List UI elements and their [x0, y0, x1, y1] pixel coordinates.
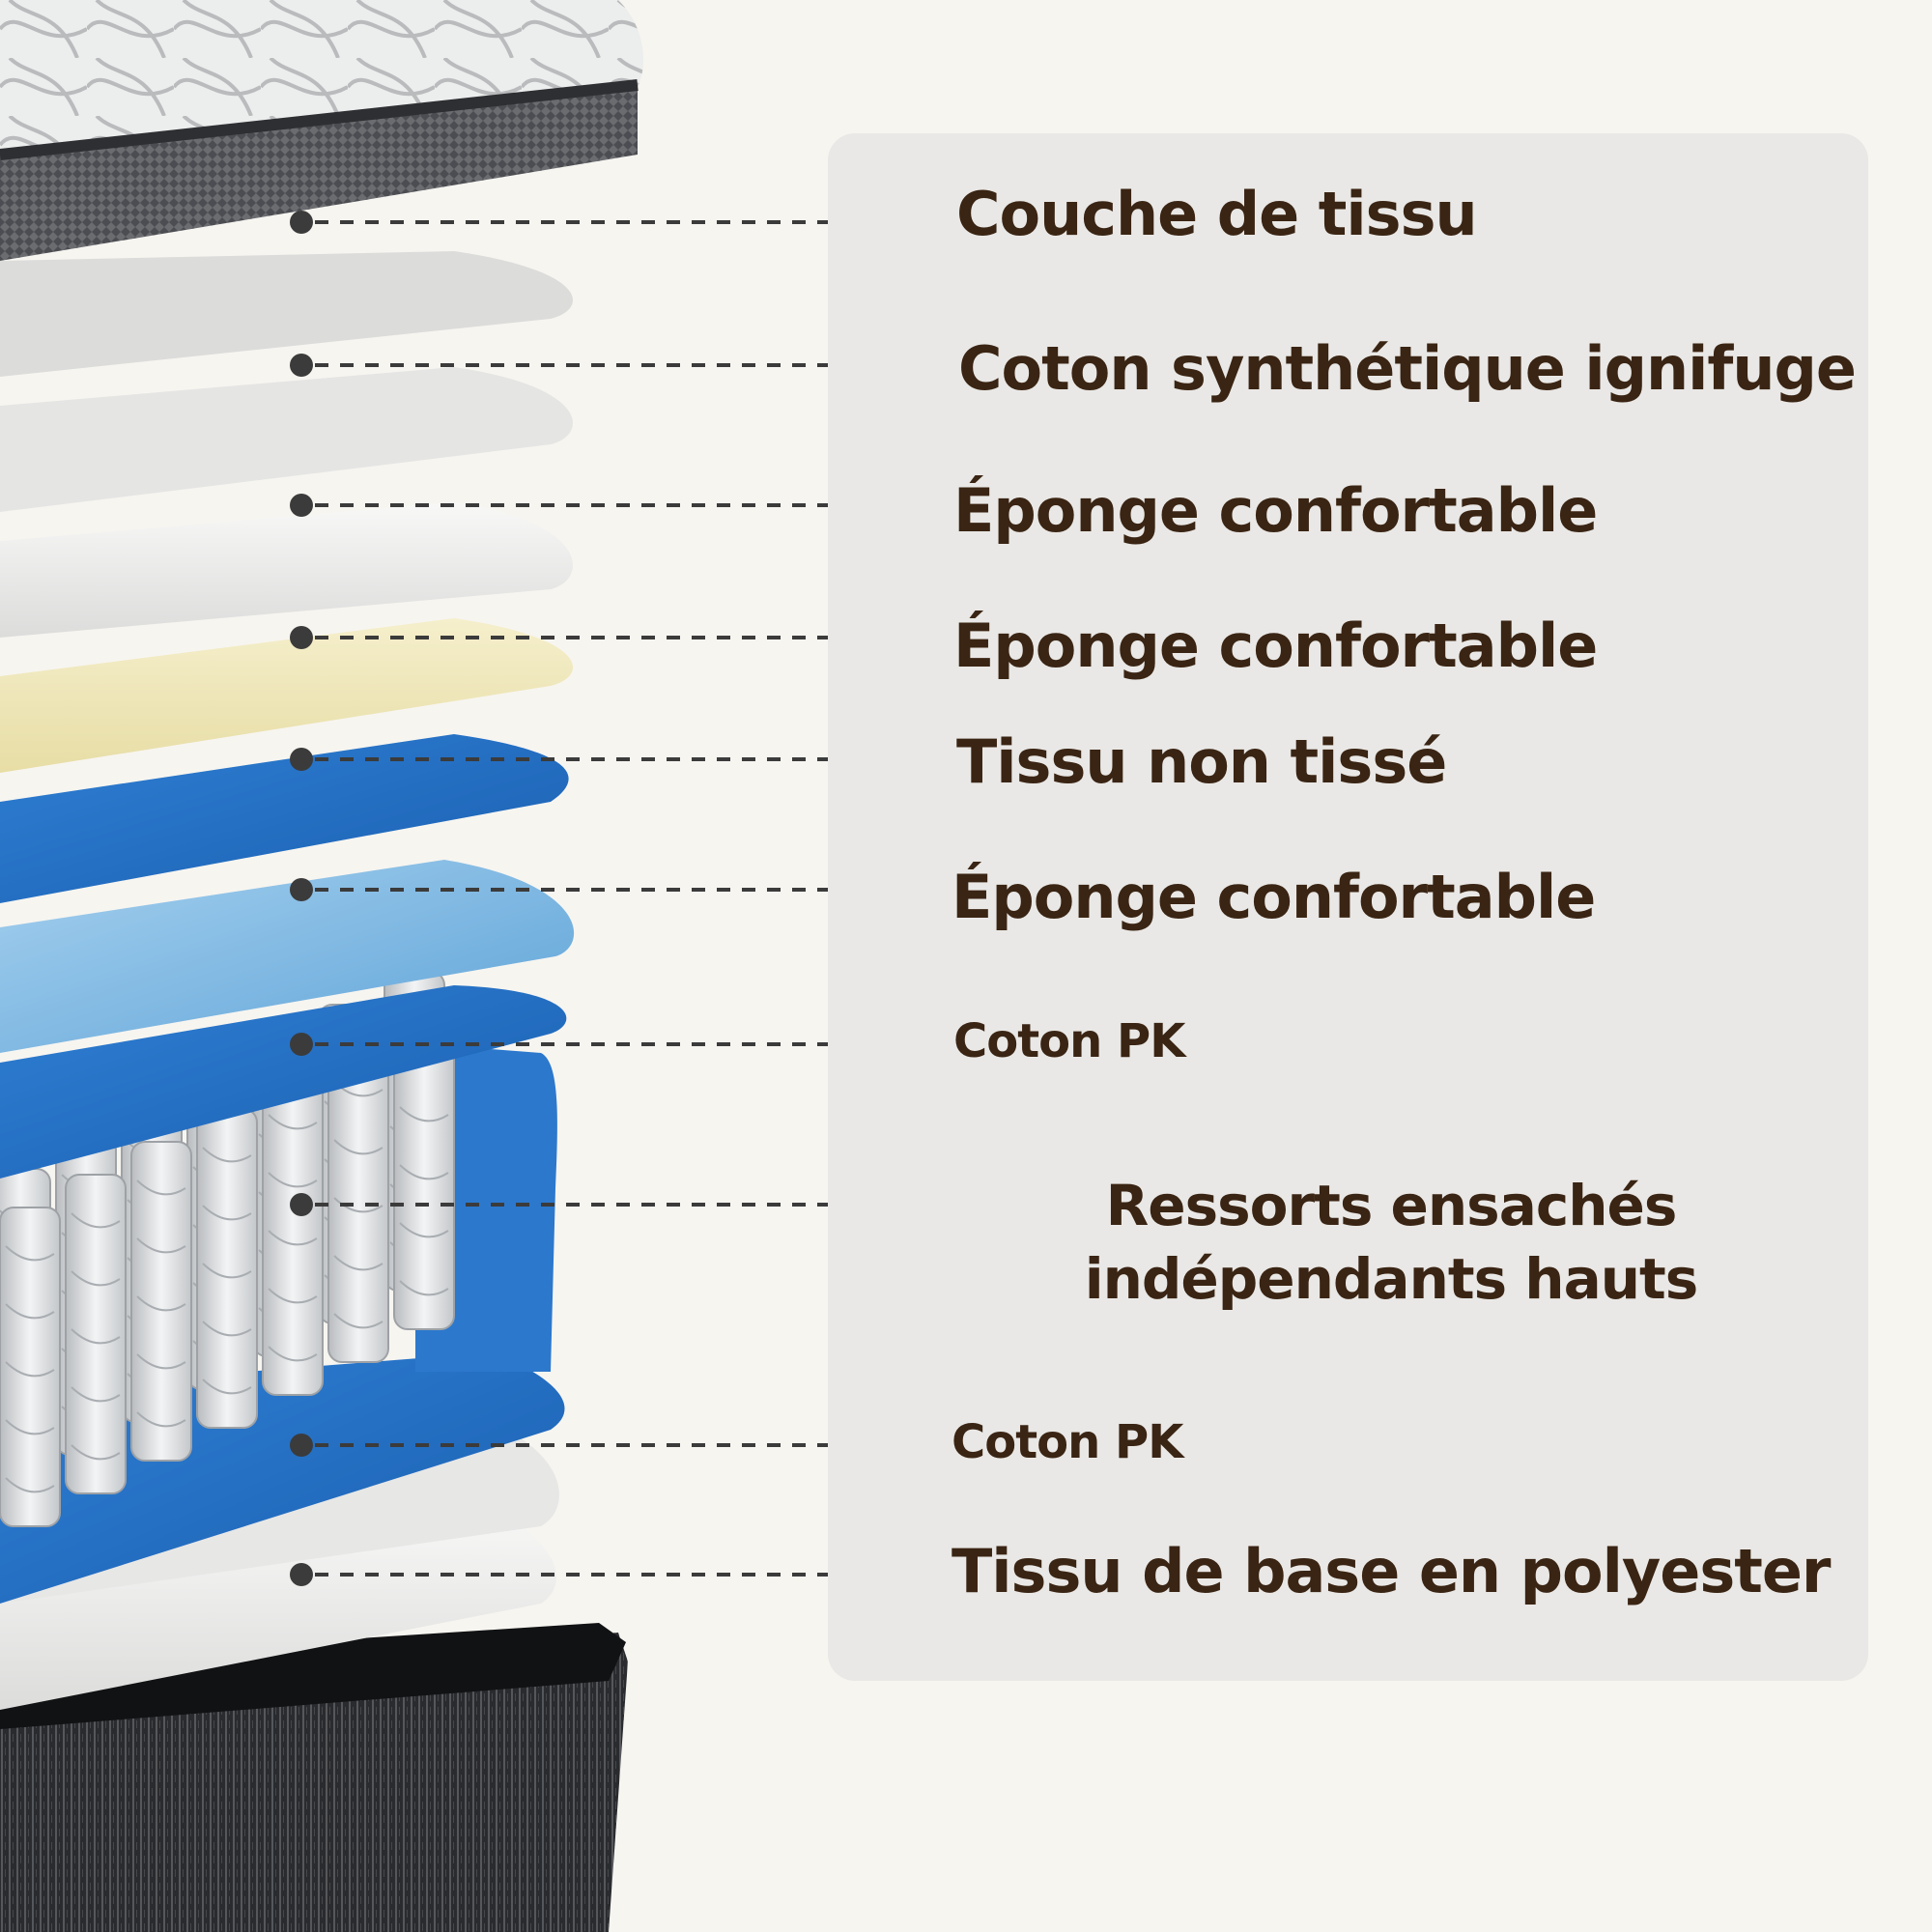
spring-coil-line	[5, 1419, 55, 1435]
spring-coil-line	[5, 1245, 55, 1262]
spring-coil-line	[136, 1237, 186, 1254]
spring-coil-line	[399, 1280, 449, 1296]
layer-label-6: Éponge confortable	[952, 862, 1596, 932]
spring-coil-line	[399, 1106, 449, 1122]
leader-dot	[290, 626, 313, 649]
spring-coil-line	[5, 1303, 55, 1320]
pocket-spring-icon	[130, 1141, 192, 1462]
pocket-spring-icon	[65, 1174, 127, 1494]
layer-label-7: Coton PK	[953, 1014, 1185, 1068]
spring-coil-line	[202, 1205, 252, 1221]
spring-coil-line	[268, 1288, 318, 1304]
leader-dot	[290, 1033, 313, 1056]
layer-eponge-cream	[0, 618, 574, 773]
spring-coil-line	[202, 1321, 252, 1337]
leader-dot	[290, 748, 313, 771]
layer-couche-tissu	[0, 251, 574, 377]
spring-coil-line	[136, 1179, 186, 1196]
leader-dot	[290, 878, 313, 901]
leader-dot	[290, 494, 313, 517]
spring-coil-line	[399, 1164, 449, 1180]
spring-coil-line	[136, 1353, 186, 1370]
leader-dot	[290, 354, 313, 377]
spring-coil-line	[71, 1270, 121, 1287]
label-panel	[828, 133, 1868, 1681]
leader-lines	[290, 211, 828, 1586]
leader-dot	[290, 211, 313, 234]
spring-coil-line	[202, 1147, 252, 1163]
spring-coil-line	[399, 1222, 449, 1238]
spring-coil-line	[71, 1386, 121, 1403]
leader-dot	[290, 1434, 313, 1457]
spring-coil-line	[268, 1172, 318, 1188]
leader-dot	[290, 1193, 313, 1216]
layer-label-10: Tissu de base en polyester	[952, 1536, 1831, 1606]
spring-coil-line	[268, 1230, 318, 1246]
leader-dot	[290, 1563, 313, 1586]
layer-eponge-white	[0, 502, 574, 638]
layer-tissu-non-tisse	[0, 734, 569, 903]
spring-coil-line	[268, 1114, 318, 1130]
spring-coil-line	[202, 1378, 252, 1395]
spring-coil-line	[268, 1346, 318, 1362]
layer-polyester-base	[0, 1507, 556, 1710]
spring-coil-line	[333, 1139, 384, 1155]
layer-label-4: Éponge confortable	[953, 611, 1598, 681]
spring-coil-line	[5, 1477, 55, 1493]
top-quilted-cover	[0, 0, 643, 261]
layer-label-9: Coton PK	[952, 1415, 1183, 1469]
spring-coil-line	[71, 1328, 121, 1345]
base-box	[0, 1623, 628, 1932]
spring-coil-line	[136, 1295, 186, 1312]
spring-coil-line	[333, 1197, 384, 1213]
layer-coton-pk-upper	[0, 985, 567, 1179]
layer-label-8: Ressorts ensachés indépendants hauts	[1084, 1173, 1699, 1312]
layer-label-2: Coton synthétique ignifuge	[958, 333, 1857, 404]
spring-coil-line	[5, 1361, 55, 1378]
spring-coil-line	[71, 1212, 121, 1229]
layer-coton-ignifuge	[0, 367, 574, 512]
layer-label-1: Couche de tissu	[956, 179, 1478, 249]
layer-label-3: Éponge confortable	[953, 475, 1598, 546]
spring-coil-line	[333, 1255, 384, 1271]
spring-coil-line	[333, 1313, 384, 1329]
pocket-spring-icon	[0, 1207, 61, 1527]
spring-coil-line	[202, 1263, 252, 1279]
spring-coil-line	[136, 1411, 186, 1428]
layer-eponge-light-blue	[0, 860, 575, 1053]
layer-label-5: Tissu non tissé	[956, 726, 1447, 797]
spring-coil-line	[71, 1444, 121, 1461]
